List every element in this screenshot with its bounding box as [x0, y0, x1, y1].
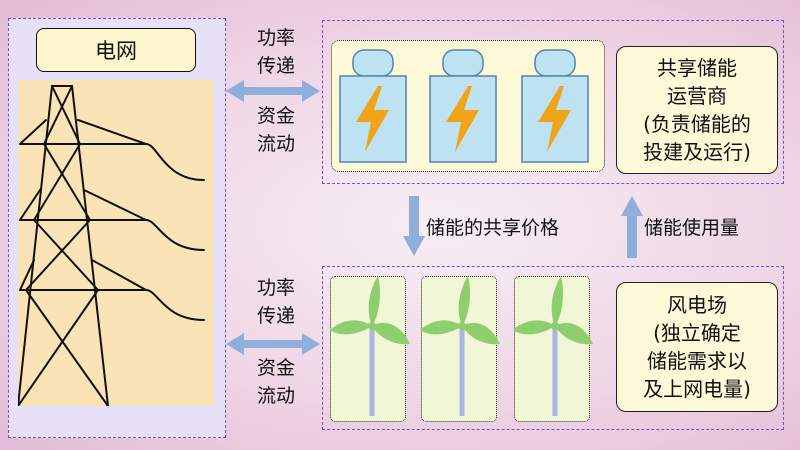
power-transfer-label-top: 功率 传递 — [236, 24, 316, 80]
wind-farm-text-line: 风电场 — [667, 293, 727, 317]
fund-flow-label-bottom: 资金 流动 — [236, 354, 316, 410]
power-label-line: 传递 — [256, 55, 295, 77]
battery-icon — [339, 49, 407, 163]
power-label-line: 传递 — [256, 305, 295, 327]
up-arrow — [621, 196, 643, 258]
operator-text-line: (负责储能的 — [643, 112, 751, 136]
wind-turbine-icon — [420, 276, 500, 416]
wind-turbine-icon — [513, 276, 593, 416]
operator-text-line: 共享储能 — [657, 56, 737, 80]
operator-text-line: 运营商 — [667, 84, 727, 108]
wind-farm-section — [322, 266, 784, 430]
turbine-card — [330, 276, 406, 422]
transmission-tower-icon — [17, 85, 205, 407]
battery-icon — [429, 49, 497, 163]
wind-farm-box: 风电场 (独立确定 储能需求以 及上网电量) — [616, 282, 778, 412]
turbine-card — [421, 276, 497, 422]
grid-title: 电网 — [36, 28, 196, 72]
turbine-card — [514, 276, 590, 422]
wind-turbine-icon — [330, 276, 410, 416]
usage-arrow-label: 储能使用量 — [644, 217, 740, 239]
fund-label-line: 流动 — [256, 385, 295, 407]
battery-icon — [521, 49, 589, 163]
fund-label-line: 资金 — [256, 105, 295, 127]
operator-text-line: 投建及运行) — [643, 140, 751, 164]
wind-farm-text-line: (独立确定 — [653, 321, 741, 345]
power-label-line: 功率 — [256, 27, 295, 49]
price-arrow-label: 储能的共享价格 — [426, 217, 560, 239]
double-arrow-bottom — [226, 333, 320, 355]
fund-label-line: 资金 — [256, 357, 295, 379]
wind-farm-text-line: 及上网电量) — [643, 377, 751, 401]
fund-label-line: 流动 — [256, 133, 295, 155]
fund-flow-label-top: 资金 流动 — [236, 102, 316, 158]
power-transfer-label-bottom: 功率 传递 — [236, 274, 316, 330]
power-label-line: 功率 — [256, 277, 295, 299]
wind-farm-text-line: 储能需求以 — [647, 349, 747, 373]
down-arrow — [403, 196, 425, 256]
shared-storage-section — [322, 20, 784, 184]
double-arrow-top — [226, 80, 320, 102]
storage-operator-box: 共享储能 运营商 (负责储能的 投建及运行) — [616, 46, 778, 174]
tower-area — [17, 80, 214, 407]
